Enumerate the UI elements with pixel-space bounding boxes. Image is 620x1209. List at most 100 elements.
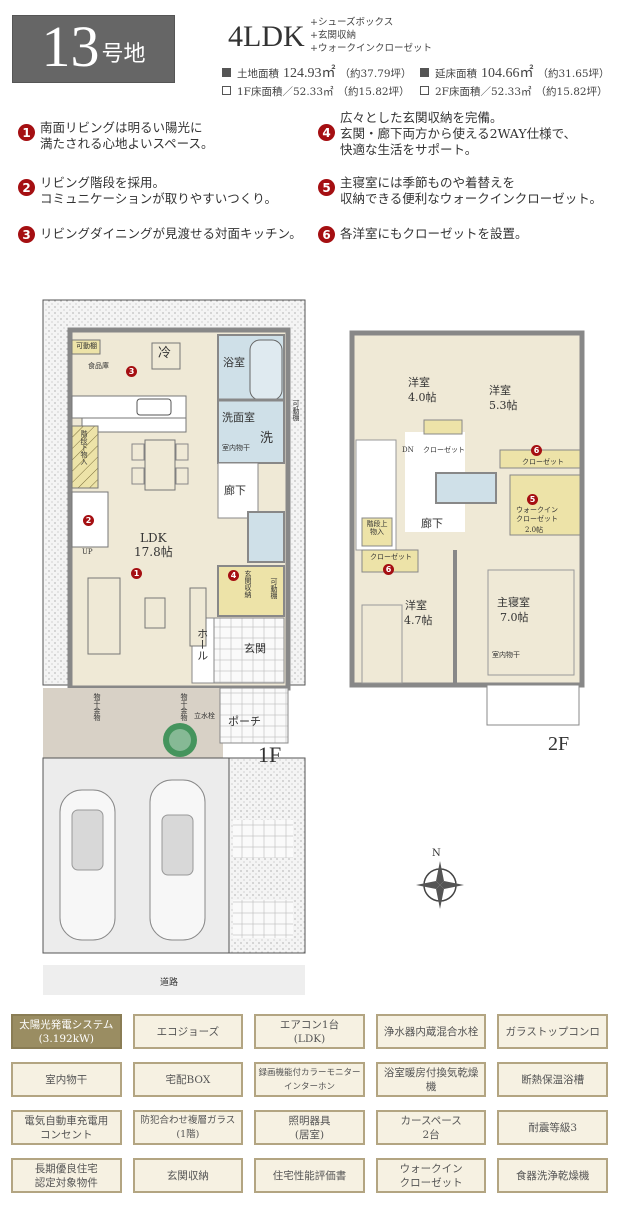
feature-number-badge: 1 [18,124,35,141]
shelf-label: 可動棚 [76,342,97,350]
faucet-label: 立水栓 [194,712,215,720]
spec-grid: 太陽光発電システム(3.192kW) エコジョーズ エアコン1台(LDK) 浄水… [11,1014,608,1193]
feature-number-badge: 3 [18,226,35,243]
total-floor-area: 延床面積 104.66㎡ （約31.65坪） [420,62,610,82]
spec-item: ウォークインクローゼット [375,1158,487,1193]
pantry-label: 食品庫 [88,362,109,370]
western-room-2-size: 5.3帖 [489,399,518,412]
plan-type: 4LDK [228,20,305,53]
feature-number-badge: 4 [318,124,335,141]
wic-size: 2.0帖 [525,526,544,534]
spec-item: 長期優良住宅認定対象物件 [11,1158,122,1193]
bath-label: 浴室 [223,356,245,369]
stair-up-label: UP [82,548,93,556]
clothes-pole-label: 物干金物 [180,693,189,721]
floor1-label: 1F [258,742,282,767]
stair-storage-label: 階段下物入 [80,430,89,465]
plan-extras: +シューズボックス +玄関収納 +ウォークインクローゼット [310,16,432,55]
shelf-label: 可動棚 [270,578,279,599]
closet-label: クローゼット [423,446,465,454]
spec-item: 浄水器内蔵混合水栓 [375,1014,487,1049]
marker-1: 1 [131,568,142,579]
lot-number: 13 [41,14,100,79]
compass-rose-icon [416,861,464,909]
feature-6: 6 各洋室にもクローゼットを設置。 [318,226,528,243]
stair-down-label: DN [402,446,414,454]
filled-square-icon [222,68,231,77]
feature-number-badge: 2 [18,179,35,196]
porch-label: ポーチ [228,715,261,728]
marker-4: 4 [228,570,239,581]
indoor-dry-label: 室内物干 [492,651,520,659]
spec-item: 照明器具(居室) [254,1110,365,1145]
feature-number-badge: 6 [318,226,335,243]
western-room-3-label: 洋室 [405,599,427,612]
marker-3: 3 [126,366,137,377]
road-label: 道路 [160,978,179,988]
holl-label: ホール [195,628,209,661]
feature-4: 4 広々とした玄関収納を完備。玄関・廊下両方から使える2WAY仕様で、快適な生活… [318,110,576,158]
spec-item: エコジョーズ [132,1014,244,1049]
feature-3: 3 リビングダイニングが見渡せる対面キッチン。 [18,226,302,243]
spec-item: 防犯合わせ複層ガラス(1階) [132,1110,244,1145]
washer-label: 洗 [260,431,274,446]
washroom-label: 洗面室 [222,411,255,424]
floor2-label: 2F [548,733,570,755]
spec-item: 浴室暖房付換気乾燥機 [375,1062,487,1097]
empty-square-icon [420,86,429,95]
feature-number-badge: 5 [318,179,335,196]
spec-item: 太陽光発電システム(3.192kW) [11,1014,122,1049]
entrance-label: 玄関 [244,642,266,655]
marker-5: 5 [527,494,538,505]
western-room-1-size: 4.0帖 [408,391,437,404]
spec-item: 住宅性能評価書 [254,1158,365,1193]
spec-item: 電気自動車充電用コンセント [11,1110,122,1145]
western-room-2-label: 洋室 [489,384,511,397]
spec-item: 耐震等級3 [497,1110,608,1145]
feature-2: 2 リビング階段を採用。コミュニケーションが取りやすいつくり。 [18,175,277,207]
marker-2: 2 [83,515,94,526]
feature-5: 5 主寝室には季節ものや着替えを収納できる便利なウォークインクローゼット。 [318,175,602,207]
shelf-label: 可動棚 [292,400,301,421]
floor-plan-drawing [42,299,585,995]
spec-item: エアコン1台(LDK) [254,1014,365,1049]
spec-item: 断熱保温浴槽 [497,1062,608,1097]
closet-label: クローゼット [370,553,412,561]
floor1-area: 1F床面積／52.33㎡ （約15.82坪） [222,84,410,99]
fridge-label: 冷 [158,346,172,361]
lot-number-badge: 13 号地 [12,15,175,83]
plan-extra: +ウォークインクローゼット [310,43,432,54]
master-bedroom-label: 主寝室 [497,596,530,609]
hall-label: 廊下 [224,484,246,497]
feature-1: 1 南面リビングは明るい陽光に満たされる心地よいスペース。 [18,120,214,152]
spec-item: 室内物干 [11,1062,122,1097]
clothes-pole-label: 物干金物 [93,693,102,721]
plan-extra: +玄関収納 [310,30,356,41]
marker-6: 6 [531,445,542,456]
plan-extra: +シューズボックス [310,17,394,28]
floor2-area: 2F床面積／52.33㎡ （約15.82坪） [420,84,608,99]
land-area: 土地面積 124.93㎡ （約37.79坪） [222,62,412,82]
filled-square-icon [420,68,429,77]
ldk-label: LDK [140,531,167,545]
hall-label: 廊下 [421,517,443,530]
stair-storage-label: 階段上物入 [366,520,388,537]
marker-6: 6 [383,564,394,575]
closet-label: クローゼット [522,458,564,466]
empty-square-icon [222,86,231,95]
entry-storage-label: 玄関収納 [244,570,253,598]
spec-item: 玄関収納 [132,1158,244,1193]
lot-suffix: 号地 [101,42,146,67]
master-bedroom-size: 7.0帖 [500,611,529,624]
spec-item: 録画機能付カラーモニターインターホン [254,1062,365,1097]
spec-item: ガラストップコンロ [497,1014,608,1049]
western-room-3-size: 4.7帖 [404,614,433,627]
spec-item: 食器洗浄乾燥機 [497,1158,608,1193]
spec-item: 宅配BOX [132,1062,244,1097]
indoor-dry-label: 室内物干 [222,444,250,452]
ldk-size: 17.8帖 [134,545,173,559]
wic-label: ウォークイン [516,506,558,514]
wic-label: クローゼット [516,515,558,523]
western-room-1-label: 洋室 [408,376,430,389]
